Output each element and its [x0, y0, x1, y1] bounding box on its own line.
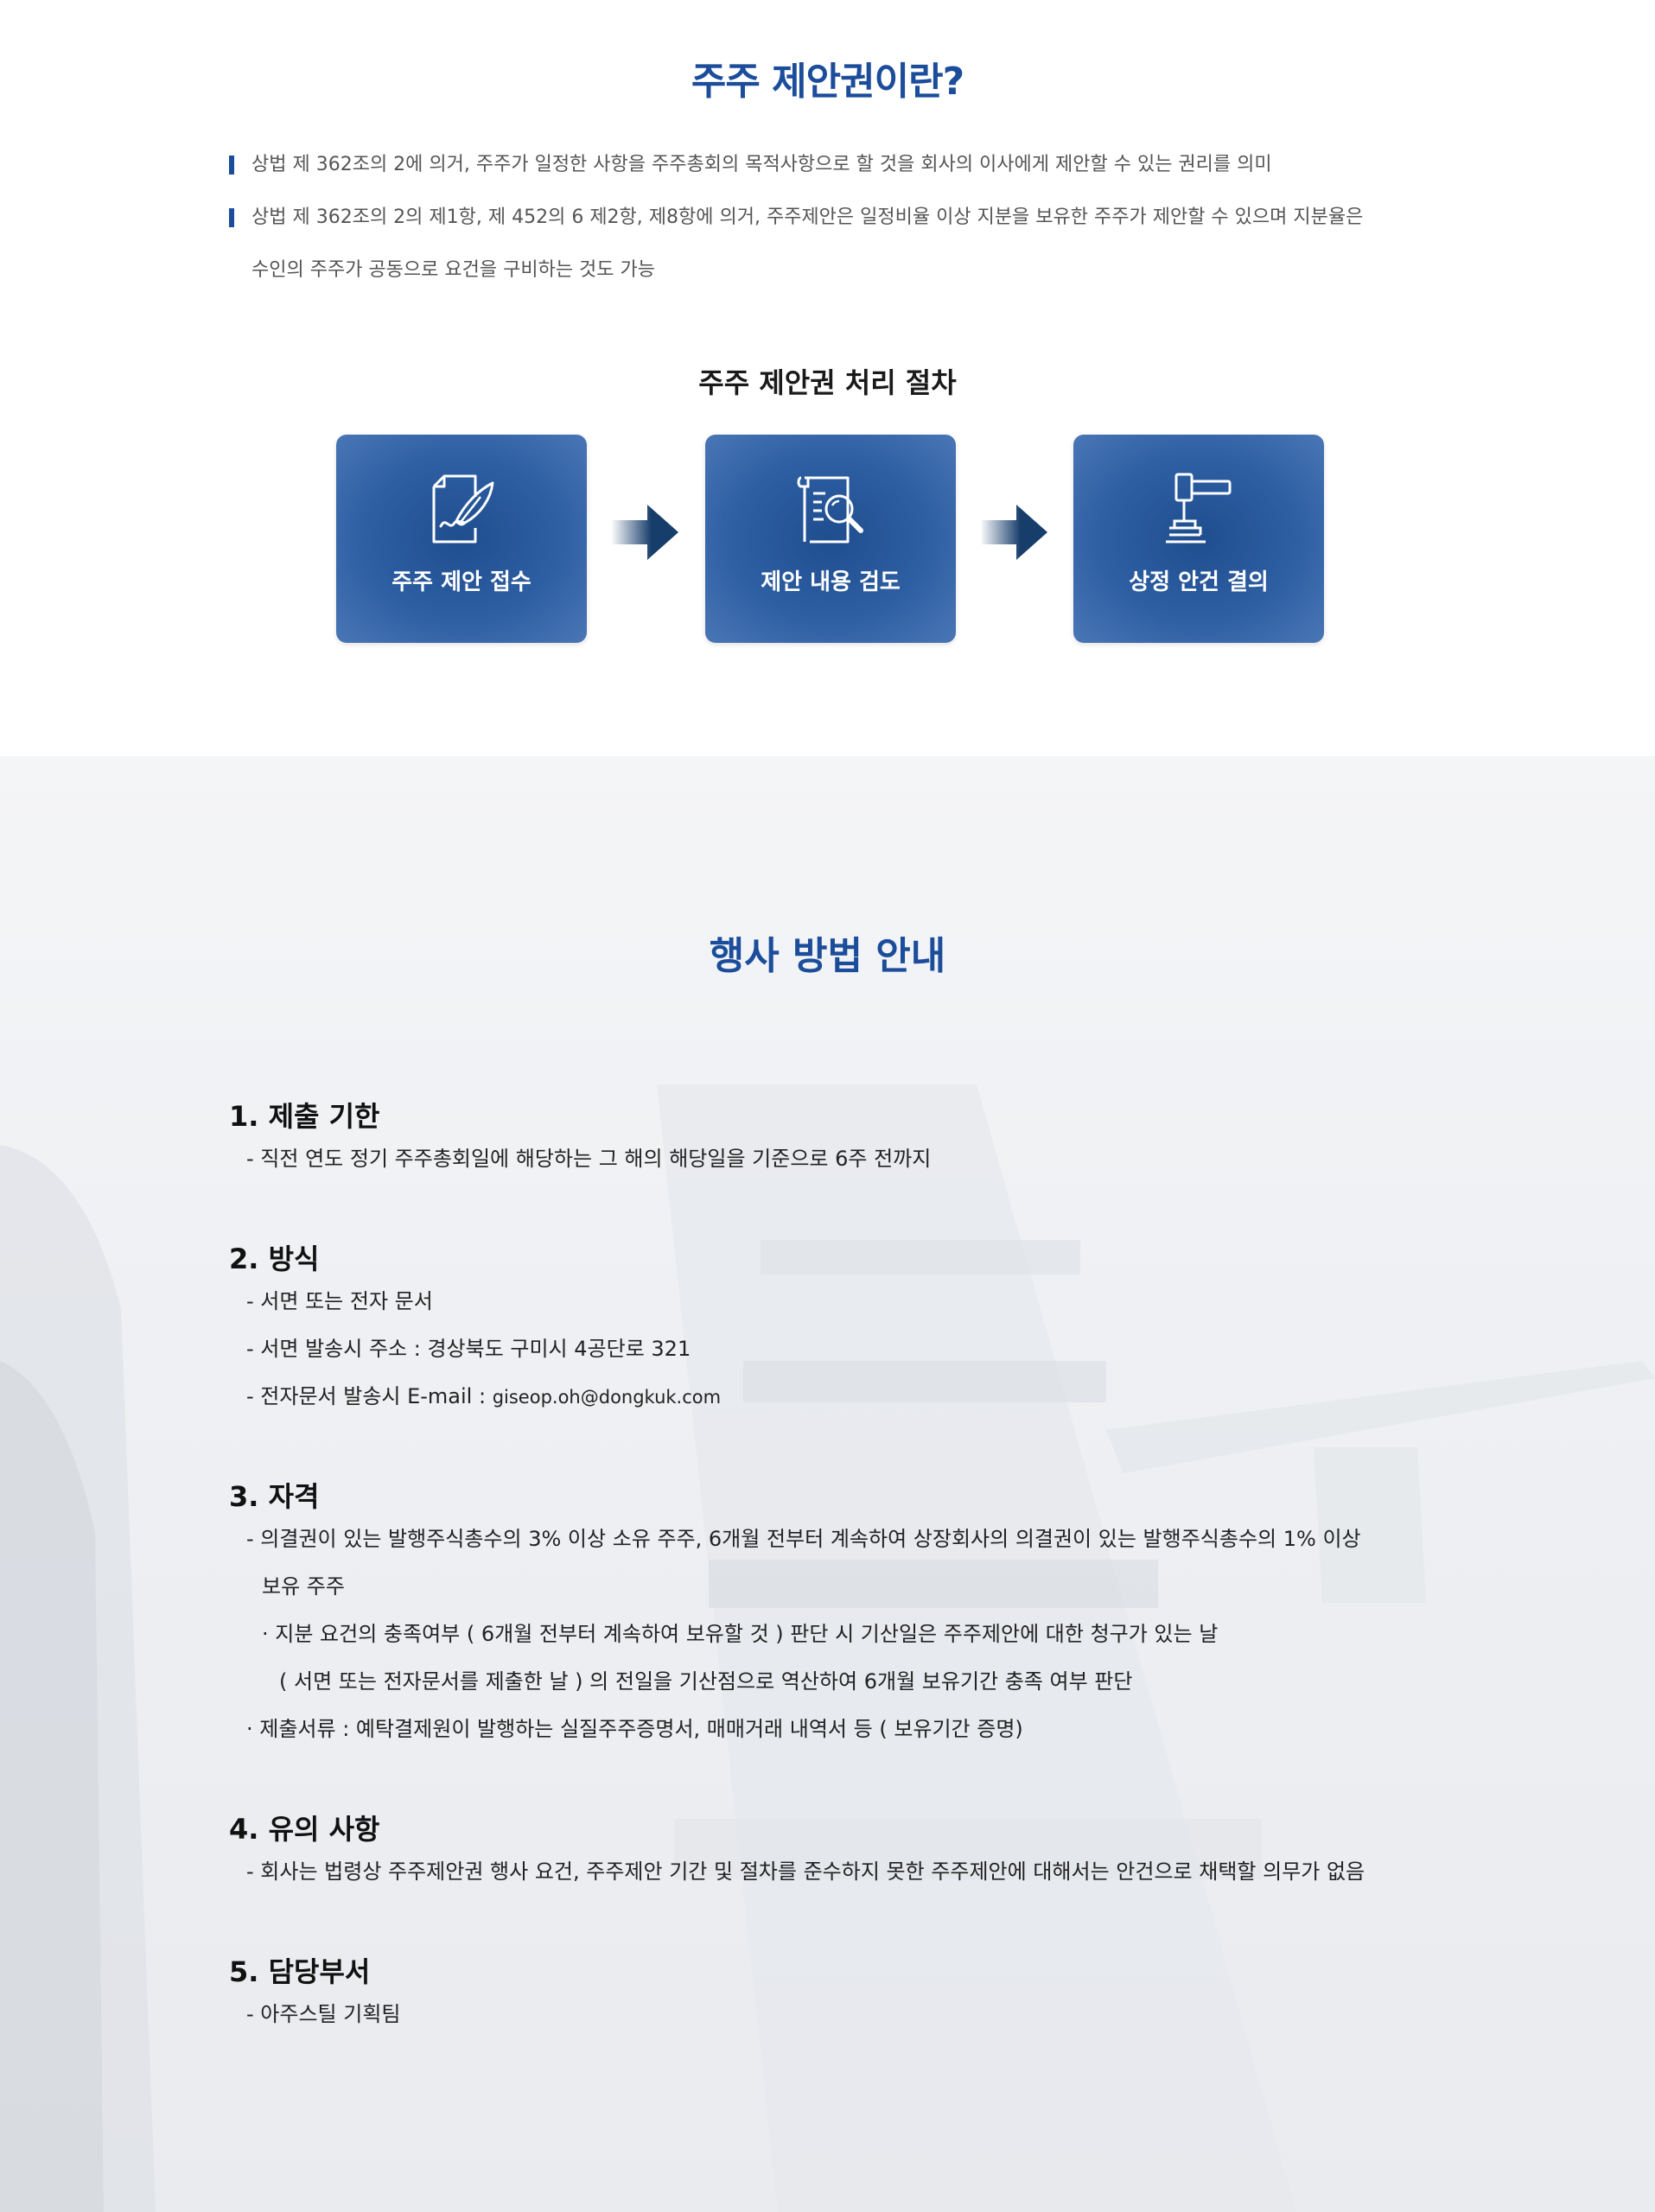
gavel-icon	[1166, 473, 1232, 543]
section-heading: 5. 담당부서	[229, 1955, 371, 1988]
guide-title: 행사 방법 안내	[709, 934, 946, 978]
definition-list: 상법 제 362조의 2에 의거, 주주가 일정한 사항을 주주총회의 목적사항…	[229, 138, 1439, 296]
email-label: - 전자문서 발송시 E-mail :	[246, 1384, 493, 1408]
intro-section: 주주 제안권이란? 상법 제 362조의 2에 의거, 주주가 일정한 사항을 …	[0, 0, 1655, 756]
guide-section	[0, 756, 1655, 2212]
arrow-right-icon	[980, 505, 1047, 560]
section-heading: 4. 유의 사항	[229, 1813, 380, 1846]
section-heading: 3. 자격	[229, 1480, 320, 1513]
document-quill-icon	[432, 474, 494, 543]
procedure-title: 주주 제안권 처리 절차	[698, 366, 957, 399]
email-address: giseop.oh@dongkuk.com	[492, 1387, 722, 1408]
procedure-step-resolution: 상정 안건 결의	[1073, 435, 1324, 643]
section-line: - 아주스틸 기획팀	[246, 2002, 401, 2026]
procedure-step-review: 제안 내용 검도	[705, 435, 956, 643]
section-line: - 서면 또는 전자 문서	[246, 1289, 433, 1313]
definition-text: 상법 제 362조의 2의 제1항, 제 452의 6 제2항, 제8항에 의거…	[251, 207, 1364, 228]
section-line: - 회사는 법령상 주주제안권 행사 요건, 주주제안 기간 및 절차를 준수하…	[246, 1859, 1365, 1884]
section-line: 보유 주주	[262, 1574, 345, 1599]
section-heading: 1. 제출 기한	[229, 1100, 380, 1133]
section-heading: 2. 방식	[229, 1243, 320, 1275]
guide-section-deadline: 1. 제출 기한 - 직전 연도 정기 주주총회일에 해당하는 그 해의 해당일…	[229, 1097, 1482, 1183]
intro-title: 주주 제안권이란?	[691, 60, 964, 104]
bullet-bar	[229, 156, 234, 175]
step-label: 제안 내용 검도	[761, 569, 901, 595]
scroll-magnifier-icon	[797, 476, 863, 543]
section-line: · 제출서류 : 예탁결제원이 발행하는 실질주주증명서, 매매거래 내역서 등…	[246, 1717, 1023, 1741]
bullet-bar	[229, 208, 234, 227]
section-line: - 서면 발송시 주소 : 경상북도 구미시 4공단로 321	[246, 1337, 691, 1361]
section-line: ( 서면 또는 전자문서를 제출한 날 ) 의 전일을 기산점으로 역산하여 6…	[279, 1669, 1133, 1694]
section-line: - 의결권이 있는 발행주식총수의 3% 이상 소유 주주, 6개월 전부터 계…	[246, 1527, 1361, 1551]
background-image	[0, 1084, 1655, 2212]
definition-item: 상법 제 362조의 2에 의거, 주주가 일정한 사항을 주주총회의 목적사항…	[229, 138, 1439, 191]
procedure-step-receive: 주주 제안 접수	[336, 435, 587, 643]
step-label: 상정 안건 결의	[1129, 569, 1269, 595]
section-line: · 지분 요건의 충족여부 ( 6개월 전부터 계속하여 보유할 것 ) 판단 …	[262, 1622, 1219, 1646]
guide-section-notice: 4. 유의 사항 - 회사는 법령상 주주제안권 행사 요건, 주주제안 기간 …	[229, 1810, 1482, 1896]
guide-section-method: 2. 방식 - 서면 또는 전자 문서 - 서면 발송시 주소 : 경상북도 구…	[229, 1240, 1482, 1421]
guide-section-eligibility: 3. 자격 - 의결권이 있는 발행주식총수의 3% 이상 소유 주주, 6개월…	[229, 1478, 1482, 1753]
definition-text: 수인의 주주가 공동으로 요건을 구비하는 것도 가능	[251, 259, 656, 281]
arrow-right-icon	[611, 505, 678, 560]
section-line: - 직전 연도 정기 주주총회일에 해당하는 그 해의 해당일을 기준으로 6주…	[246, 1147, 932, 1171]
definition-text: 상법 제 362조의 2에 의거, 주주가 일정한 사항을 주주총회의 목적사항…	[251, 154, 1272, 175]
definition-item-continued: 수인의 주주가 공동으로 요건을 구비하는 것도 가능	[229, 244, 1439, 296]
section-line: - 전자문서 발송시 E-mail : giseop.oh@dongkuk.co…	[229, 1373, 1482, 1421]
step-label: 주주 제안 접수	[391, 569, 532, 595]
definition-item: 상법 제 362조의 2의 제1항, 제 452의 6 제2항, 제8항에 의거…	[229, 191, 1439, 244]
guide-section-department: 5. 담당부서 - 아주스틸 기획팀	[229, 1953, 1482, 2038]
